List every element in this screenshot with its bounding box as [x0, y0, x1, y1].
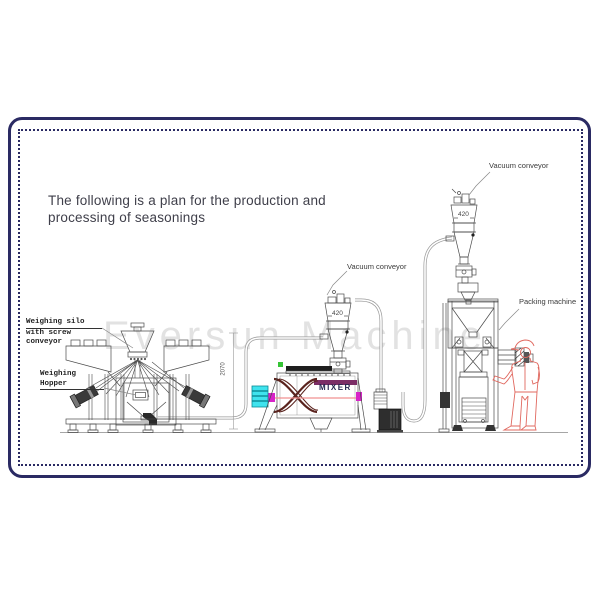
- ribbon-agitator: [273, 377, 319, 414]
- inner-dotted-border: [18, 129, 583, 466]
- feed-ports: [129, 357, 147, 361]
- mixer-machine: [251, 362, 371, 433]
- label-weighing-silo-line3: conveyor: [26, 338, 63, 346]
- mixer-green-indicator: [278, 362, 283, 367]
- height-dimension-line: [229, 332, 238, 430]
- vacuum-conveyor-mid: [319, 290, 352, 374]
- silo-bank-left: [65, 339, 121, 387]
- vacuum-pump: [373, 388, 403, 433]
- label-weighing-hopper-line1: Weighing: [40, 370, 77, 378]
- screw-conveyor-fan: [85, 359, 190, 398]
- label-mixer: MIXER: [319, 383, 352, 392]
- label-packing-machine: Packing machine: [519, 297, 577, 306]
- label-weighing-silo: Weighing silo with screw conveyor: [26, 318, 102, 348]
- outer-border: [8, 117, 591, 478]
- vacuum-conveyor-right: [445, 188, 479, 305]
- label-vacuum-conveyor-mid: Vacuum conveyor: [347, 262, 407, 271]
- dim-420-mixer-feed: 420: [332, 310, 343, 317]
- screw-motor-left: [69, 385, 99, 409]
- dim-420-packing-feed: 420: [458, 211, 469, 218]
- watermark-text: Eversun Machine: [103, 314, 488, 358]
- screw-motor-right: [181, 385, 211, 409]
- mixer-purple-band: [314, 380, 357, 385]
- shaft-coupling-right: [356, 392, 362, 401]
- label-weighing-silo-line1: Weighing silo: [26, 318, 102, 329]
- mixer-drive-motor: [251, 385, 269, 408]
- page-title: The following is a plan for the producti…: [48, 193, 326, 225]
- shaft-coupling-left: [268, 393, 275, 402]
- base-platform: [65, 418, 217, 433]
- weighing-station: [65, 322, 217, 433]
- leader-lines: [101, 171, 520, 396]
- packing-machine: [438, 298, 534, 433]
- label-weighing-hopper: Weighing Hopper: [40, 370, 104, 390]
- label-weighing-hopper-line2: Hopper: [40, 379, 68, 388]
- mixer-lid: [286, 366, 332, 371]
- dim-2070-weigher-height: 2070: [220, 362, 227, 376]
- label-weighing-silo-line2: with screw: [26, 328, 72, 337]
- operator-figure: [492, 339, 540, 431]
- transfer-pipes: [158, 236, 453, 423]
- label-vacuum-conveyor-right: Vacuum conveyor: [489, 161, 549, 170]
